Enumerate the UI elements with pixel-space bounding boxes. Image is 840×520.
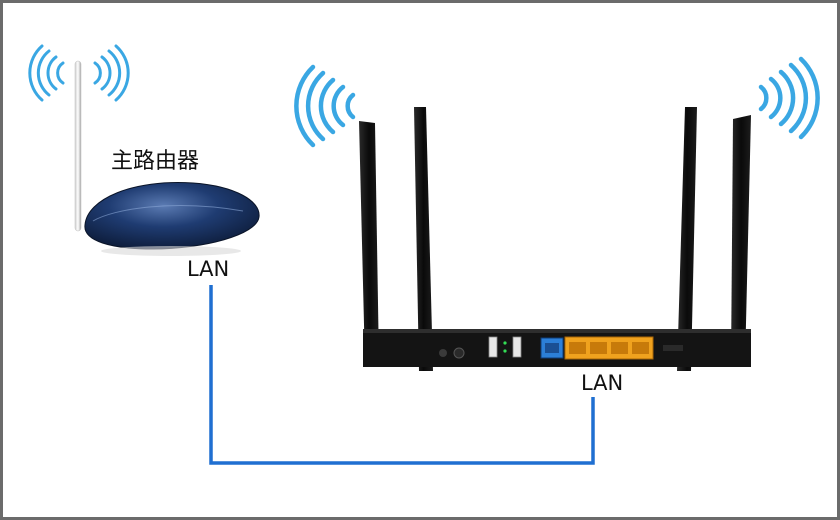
wifi-icon-secondary-left (294, 64, 356, 148)
main-router (28, 44, 260, 256)
antenna-front-left (414, 107, 433, 371)
usb-port (488, 336, 498, 358)
power-button (439, 349, 447, 357)
lan-port (569, 342, 586, 354)
main-router-antenna (74, 60, 82, 232)
wifi-icon-main-left (28, 44, 65, 102)
lan-port (632, 342, 649, 354)
antenna-front-right (677, 107, 697, 371)
wifi-icon-main-right (93, 44, 130, 102)
main-router-label: 主路由器 (111, 149, 200, 174)
lan-label-main-router: LAN (187, 257, 230, 281)
secondary-router (294, 56, 820, 371)
antenna-back-right (731, 115, 751, 365)
usb-port (512, 336, 522, 358)
antenna-back-left (359, 121, 379, 365)
network-diagram (28, 44, 820, 465)
wifi-icon-secondary-right (758, 56, 820, 140)
lan-port (590, 342, 607, 354)
lan-cable (209, 285, 595, 465)
lan-port-block (564, 336, 654, 360)
lan-ports (569, 342, 649, 354)
main-router-body (84, 181, 260, 250)
lan-port (611, 342, 628, 354)
lan-label-secondary-router: LAN (581, 371, 624, 395)
